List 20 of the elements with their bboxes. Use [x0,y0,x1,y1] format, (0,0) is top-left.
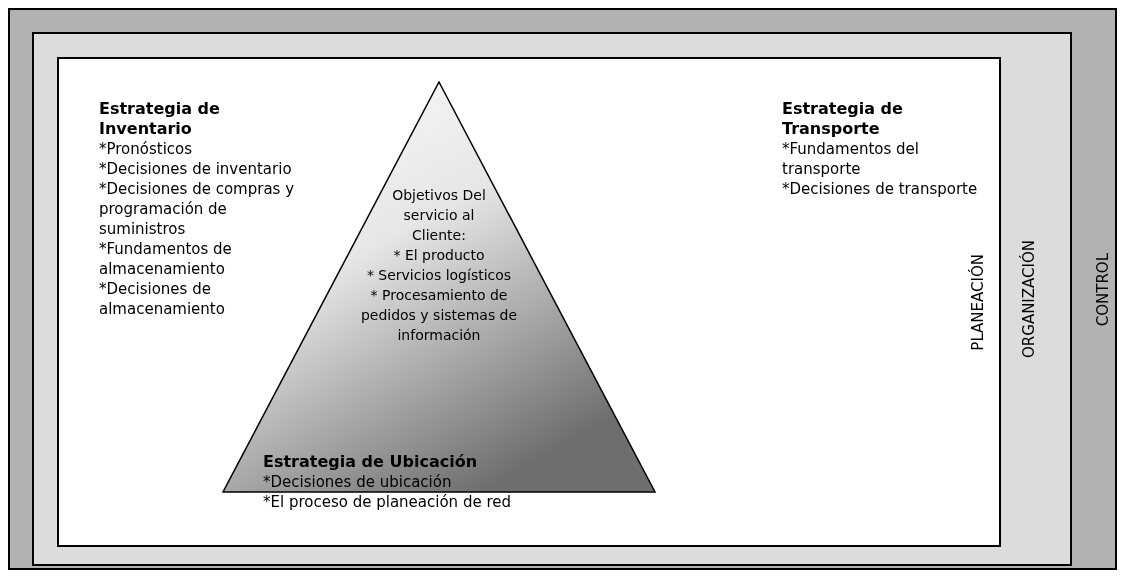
list-item: *Pronósticos [99,139,194,159]
pyramid-item: * Procesamiento de pedidos y sistemas de información [359,286,519,345]
pyramid-heading: Objetivos Del servicio al Cliente: [391,186,487,245]
vertical-label: PLANEACIÓN [969,253,987,351]
list-item: *Decisiones de almacenamiento [99,279,226,319]
section-heading: Estrategia de Transporte [782,99,904,139]
section-heading: Estrategia de Ubicación [263,452,479,472]
pyramid-item: * Servicios logísticos [365,266,513,285]
list-item: *Decisiones de compras y programación de suministros [99,179,296,239]
list-item: *Decisiones de inventario [99,159,293,179]
list-item: *Fundamentos de almacenamiento [99,239,233,279]
list-item: *El proceso de planeación de red [263,492,512,512]
section-heading: Estrategia de Inventario [99,99,221,139]
vertical-label: ORGANIZACIÓN [1020,240,1038,358]
vertical-label: CONTROL [1094,252,1112,326]
list-item: *Decisiones de ubicación [263,472,453,492]
inner-frame [57,57,1001,547]
list-item: *Fundamentos del transporte [782,139,920,179]
pyramid-item: * El producto [392,246,486,265]
list-item: *Decisiones de transporte [782,179,979,199]
